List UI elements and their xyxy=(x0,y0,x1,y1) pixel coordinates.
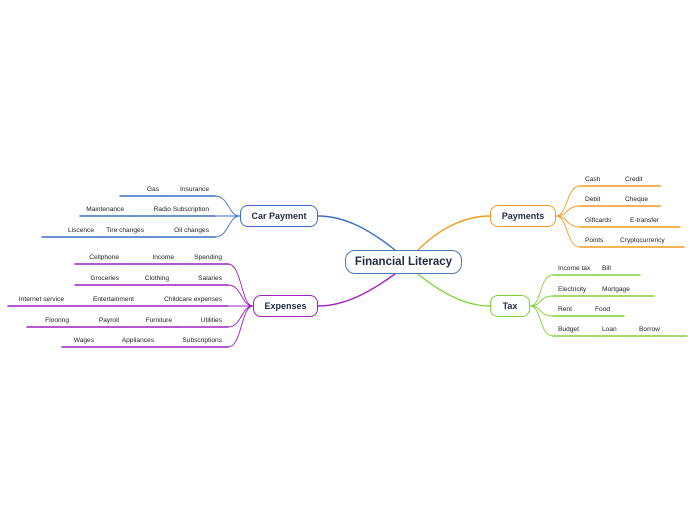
connector-expenses xyxy=(317,273,396,307)
leaf-expenses[interactable]: Furniture xyxy=(145,317,172,324)
connector-payments-row-1 xyxy=(555,205,581,217)
connector-payments xyxy=(417,215,491,251)
connector-payments-row-3 xyxy=(555,215,581,248)
topic-car-payment[interactable]: Car Payment xyxy=(240,205,318,227)
leaf-tax[interactable]: Mortgage xyxy=(602,286,630,293)
leaf-car-payment[interactable]: Oil changes xyxy=(174,227,209,234)
topic-tax[interactable]: Tax xyxy=(490,295,530,317)
connector-expenses-row-0 xyxy=(227,263,254,307)
leaf-payments[interactable]: Points xyxy=(585,237,604,244)
leaf-expenses[interactable]: Internet service xyxy=(18,296,64,303)
leaf-car-payment[interactable]: Insurance xyxy=(180,186,209,193)
leaf-expenses[interactable]: Clothing xyxy=(144,275,169,282)
connector-tax xyxy=(417,273,491,307)
leaf-expenses[interactable]: Utilities xyxy=(200,317,222,324)
leaf-expenses[interactable]: Appliances xyxy=(121,337,154,344)
connector-tax-row-1 xyxy=(529,295,554,307)
leaf-tax[interactable]: Rent xyxy=(558,306,572,313)
connector-car-payment xyxy=(317,215,396,251)
leaf-car-payment[interactable]: Liscence xyxy=(67,227,94,234)
leaf-tax[interactable]: Budget xyxy=(558,326,579,333)
connector-tax-row-3 xyxy=(529,305,554,337)
leaf-payments[interactable]: Credit xyxy=(625,176,643,183)
topic-tax-label: Tax xyxy=(502,301,518,311)
leaf-expenses[interactable]: Income xyxy=(152,254,174,261)
leaf-tax[interactable]: Loan xyxy=(602,326,617,333)
connector-expenses-row-4 xyxy=(227,305,254,348)
connector-car-payment-row-2 xyxy=(214,215,241,238)
topic-expenses[interactable]: Expenses xyxy=(253,295,318,317)
leaf-payments[interactable]: Cryptocurrency xyxy=(620,237,665,244)
topic-expenses-label: Expenses xyxy=(264,301,307,311)
leaf-expenses[interactable]: Salaries xyxy=(198,275,222,282)
leaf-expenses[interactable]: Groceries xyxy=(90,275,119,282)
leaf-expenses[interactable]: Cellphone xyxy=(89,254,119,261)
central-topic-label: Financial Literacy xyxy=(354,256,453,268)
connector-payments-row-0 xyxy=(555,185,581,217)
topic-payments-label: Payments xyxy=(501,211,545,221)
leaf-expenses[interactable]: Entertainment xyxy=(92,296,134,303)
connector-tax-row-0 xyxy=(529,274,554,307)
leaf-tax[interactable]: Bill xyxy=(602,265,611,272)
topic-car-payment-label: Car Payment xyxy=(251,211,307,221)
leaf-car-payment[interactable]: Tire changes xyxy=(106,227,144,234)
leaf-car-payment[interactable]: Gas xyxy=(146,186,159,193)
leaf-tax[interactable]: Borrow xyxy=(639,326,660,333)
leaf-tax[interactable]: Food xyxy=(595,306,611,313)
leaf-expenses[interactable]: Payroll xyxy=(98,317,119,324)
central-topic[interactable]: Financial Literacy xyxy=(345,250,462,274)
leaf-car-payment[interactable]: Maintenance xyxy=(86,206,124,213)
connector-expenses-row-1 xyxy=(227,284,254,307)
leaf-expenses[interactable]: Childcare expenses xyxy=(164,296,222,303)
leaf-payments[interactable]: E-transfer xyxy=(630,217,659,224)
leaf-tax[interactable]: Electricity xyxy=(558,286,587,293)
connector-car-payment-row-0 xyxy=(214,195,241,217)
leaf-car-payment[interactable]: Radio Subscription xyxy=(153,206,209,213)
leaf-expenses[interactable]: Flooring xyxy=(45,317,69,324)
topic-payments[interactable]: Payments xyxy=(490,205,556,227)
leaf-expenses[interactable]: Wages xyxy=(73,337,94,344)
connector-expenses-row-3 xyxy=(227,305,254,328)
leaf-tax[interactable]: Income tax xyxy=(558,265,591,272)
leaf-expenses[interactable]: Spending xyxy=(194,254,222,261)
leaf-payments[interactable]: Giftcards xyxy=(585,217,612,224)
leaf-payments[interactable]: Debit xyxy=(585,196,601,203)
leaf-expenses[interactable]: Subscriptions xyxy=(182,337,222,344)
leaf-payments[interactable]: Cash xyxy=(585,176,601,183)
leaf-payments[interactable]: Cheque xyxy=(625,196,649,203)
